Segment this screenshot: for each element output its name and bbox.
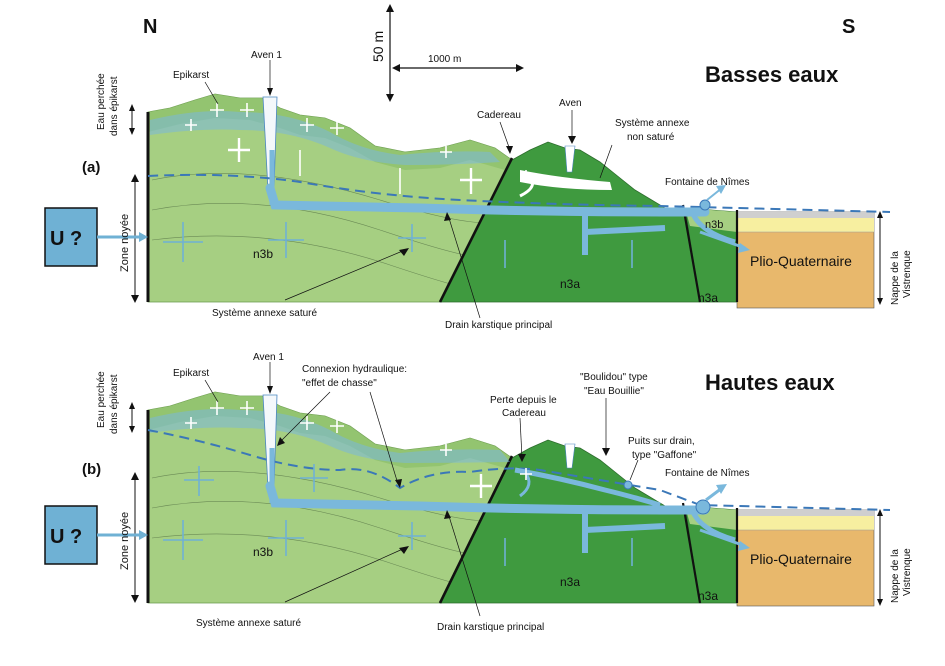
water-table-dashed-b <box>147 429 891 511</box>
annex-unsat-label-a-2: non saturé <box>627 132 675 143</box>
tag-a: (a) <box>82 159 100 176</box>
panel-a: U ? (a) Basses eaux Epikarst Aven 1 Eau … <box>44 50 913 331</box>
aven-label-a: Aven <box>559 98 582 109</box>
scale-horizontal-label: 1000 m <box>428 54 461 65</box>
scale-vertical-label: 50 m <box>370 31 386 62</box>
flooded-zone-label-b: Zone noyée <box>119 512 131 570</box>
perched-water-band-b <box>150 409 510 463</box>
flooded-zone-label-a: Zone noyée <box>119 214 131 272</box>
unknown-label-a: U ? <box>50 228 82 250</box>
main-karst-drain-b <box>265 481 710 515</box>
puits-label-b-2: type "Gaffone" <box>632 450 697 461</box>
plio-label-a: Plio-Quaternaire <box>750 253 852 269</box>
fontaine-label-a: Fontaine de Nîmes <box>665 177 750 188</box>
perched-label-a-2: dans épikarst <box>109 76 120 136</box>
water-table-dashed <box>147 173 891 213</box>
fontaine-label-b: Fontaine de Nîmes <box>665 468 750 479</box>
epikarst-label-b: Epikarst <box>173 368 209 379</box>
cadereau-label-a: Cadereau <box>477 110 521 121</box>
nappe-label-a-1: Nappe de la <box>890 251 901 305</box>
n3a-label-b: n3a <box>560 575 580 589</box>
unknown-label-b: U ? <box>50 526 82 548</box>
plio-label-b: Plio-Quaternaire <box>750 551 852 567</box>
puits-label-b-1: Puits sur drain, <box>628 436 695 447</box>
connexion-label-b-2: "effet de chasse" <box>302 378 377 389</box>
perte-label-b-1: Perte depuis le <box>490 395 557 406</box>
aven1-label-b: Aven 1 <box>253 352 284 363</box>
scale-bar: 50 m 1000 m <box>370 4 524 102</box>
unknown-input-box-a <box>44 207 98 267</box>
epikarst-label-a: Epikarst <box>173 70 209 81</box>
title-a: Basses eaux <box>705 62 839 87</box>
perched-label-a-1: Eau perchée <box>96 73 107 130</box>
main-karst-drain <box>265 183 710 217</box>
annex-unsat-label-a-1: Système annexe <box>615 118 690 129</box>
perched-label-b-1: Eau perchée <box>96 371 107 428</box>
boulidou-label-b-1: "Boulidou" type <box>580 372 648 383</box>
n3a-right-label-a: n3a <box>698 291 718 305</box>
aven1-label-a: Aven 1 <box>251 50 282 61</box>
perched-water-band <box>150 111 500 165</box>
nappe-label-b-2: Vistrenque <box>902 548 913 596</box>
north-label: N <box>143 16 157 38</box>
nappe-label-b-1: Nappe de la <box>890 549 901 603</box>
unknown-input-box-b <box>44 505 98 565</box>
perched-label-b-2: dans épikarst <box>109 374 120 434</box>
drain-label-a: Drain karstique principal <box>445 320 552 331</box>
boulidou-label-b-2: "Eau Bouillie" <box>584 386 644 397</box>
panel-b: U ? (b) Hautes eaux Epikarst Aven 1 Eau … <box>44 352 913 633</box>
annex-sat-label-b: Système annexe saturé <box>196 618 301 629</box>
south-label: S <box>842 16 855 38</box>
perte-label-b-2: Cadereau <box>502 408 546 419</box>
n3b-label-b: n3b <box>253 545 273 559</box>
title-b: Hautes eaux <box>705 370 835 395</box>
n3b-small-label-a: n3b <box>705 219 723 231</box>
drain-label-b: Drain karstique principal <box>437 622 544 633</box>
annex-sat-label-a: Système annexe saturé <box>212 308 317 319</box>
n3a-right-label-b: n3a <box>698 589 718 603</box>
tag-b: (b) <box>82 461 101 478</box>
n3b-label-a: n3b <box>253 247 273 261</box>
connexion-label-b-1: Connexion hydraulique: <box>302 364 407 375</box>
n3a-label-a: n3a <box>560 277 580 291</box>
nappe-label-a-2: Vistrenque <box>902 250 913 298</box>
